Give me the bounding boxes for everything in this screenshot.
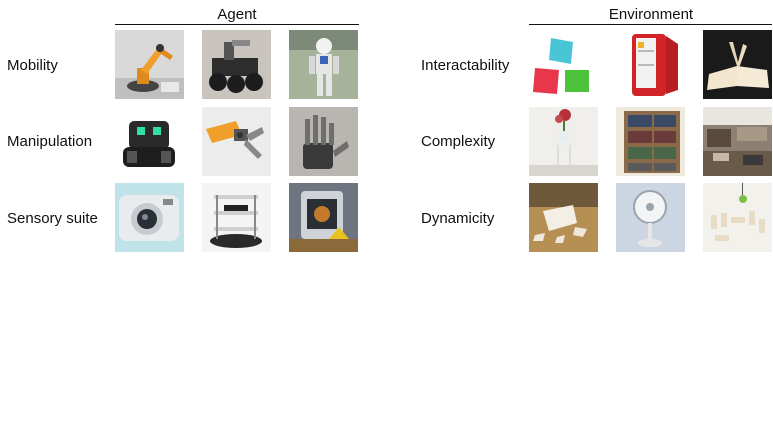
falling-dominoes-image [703,183,772,252]
row-label-mobility: Mobility [7,57,58,74]
humanoid-robot-image [289,30,358,99]
row-label-interactability: Interactability [421,57,510,74]
cozmo-robot-image [115,107,184,176]
environment-header: Environment [608,6,694,23]
tracked-rover-robot-image [202,30,271,99]
row-label-complexity: Complexity [421,133,496,150]
broken-cup-image [529,183,598,252]
agent-header-underline [115,24,359,25]
flower-vase-stool-image [529,107,598,176]
robotic-gripper-image [202,107,271,176]
environment-header-underline [529,24,772,25]
robot-arm-image [115,30,184,99]
row-label-manipulation: Manipulation [7,133,93,150]
red-fridge-image [616,30,685,99]
row-label-dynamicity: Dynamicity [421,210,495,227]
turtlebot-sensor-robot-image [202,183,271,252]
bookshelf-image [616,107,685,176]
row-label-sensory-suite: Sensory suite [7,210,98,227]
cluttered-room-image [703,107,772,176]
camera-image [115,183,184,252]
open-book-image [703,30,772,99]
robotic-hand-image [289,107,358,176]
agent-header: Agent [217,6,257,23]
toy-blocks-image [529,30,598,99]
robot-sensor-head-image [289,183,358,252]
electric-fan-image [616,183,685,252]
